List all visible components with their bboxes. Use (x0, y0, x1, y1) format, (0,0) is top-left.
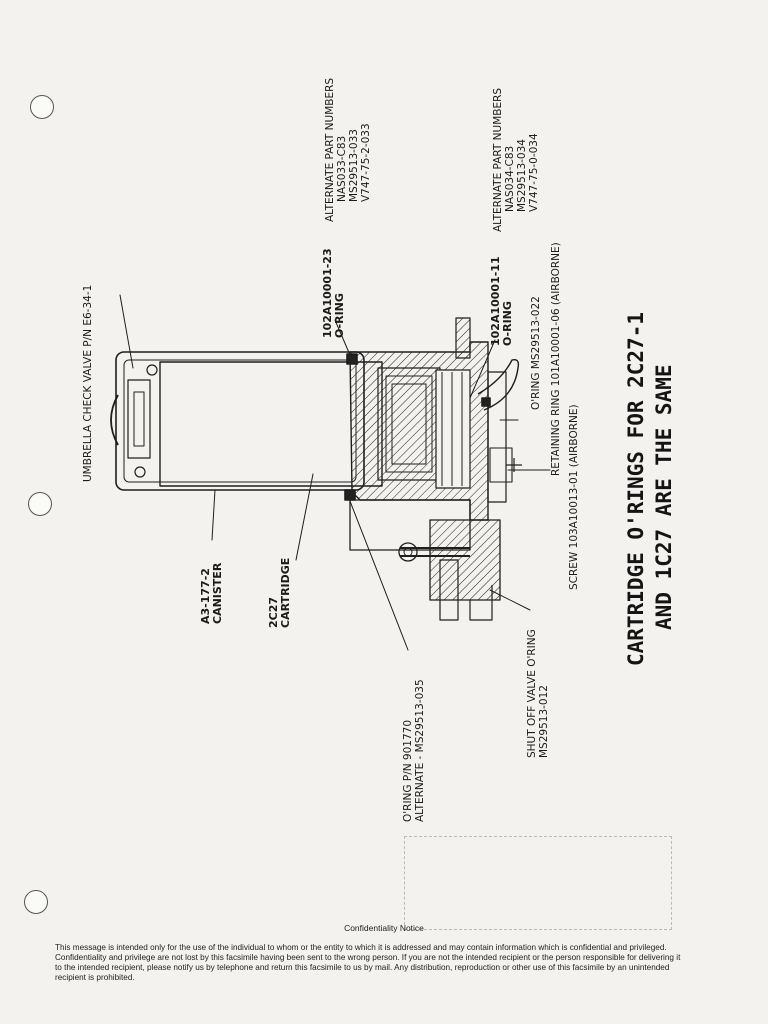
label-oring-23-alternates: ALTERNATE PART NUMBERS NAS033-C83 MS2951… (324, 77, 372, 222)
fax-stamp-area (404, 836, 672, 930)
headline-cartridge-orings: CARTRIDGE O'RINGS FOR 2C27-1 AND 1C27 AR… (624, 311, 676, 666)
label-oring-11-alternates: ALTERNATE PART NUMBERS NAS034-C83 MS2951… (492, 87, 540, 232)
umbrella-valve-shape (110, 394, 119, 446)
punch-hole-top (30, 95, 54, 119)
label-oring-022: O'RING MS29513-022 (530, 296, 542, 410)
alt-heading: ALTERNATE PART NUMBERS (324, 77, 336, 222)
label-canister: A3-177-2 CANISTER (199, 562, 224, 624)
punch-hole-middle (28, 492, 52, 516)
label-retaining-ring: RETAINING RING 101A10001-06 (AIRBORNE) (550, 242, 562, 476)
label-umbrella-check-valve: UMBRELLA CHECK VALVE P/N E6-34-1 (82, 284, 94, 482)
label-oring-901770: O'RING P/N 901770 ALTERNATE - MS29513-03… (402, 679, 426, 822)
punch-hole-bottom (24, 890, 48, 914)
label-shutoff-valve-oring: SHUT OFF VALVE O'RING MS29513-012 (526, 629, 550, 758)
label-oring-11-part: 102A10001-11 O-RING (489, 256, 514, 346)
label-oring-23-part: 102A10001-23 O-RING (321, 248, 346, 338)
confidentiality-notice-body: This message is intended only for the us… (55, 943, 681, 982)
label-cartridge: 2C27 CARTRIDGE (267, 557, 292, 628)
confidentiality-notice-title: Confidentiality Notice (344, 923, 424, 933)
label-screw: SCREW 103A10013-01 (AIRBORNE) (568, 404, 580, 590)
